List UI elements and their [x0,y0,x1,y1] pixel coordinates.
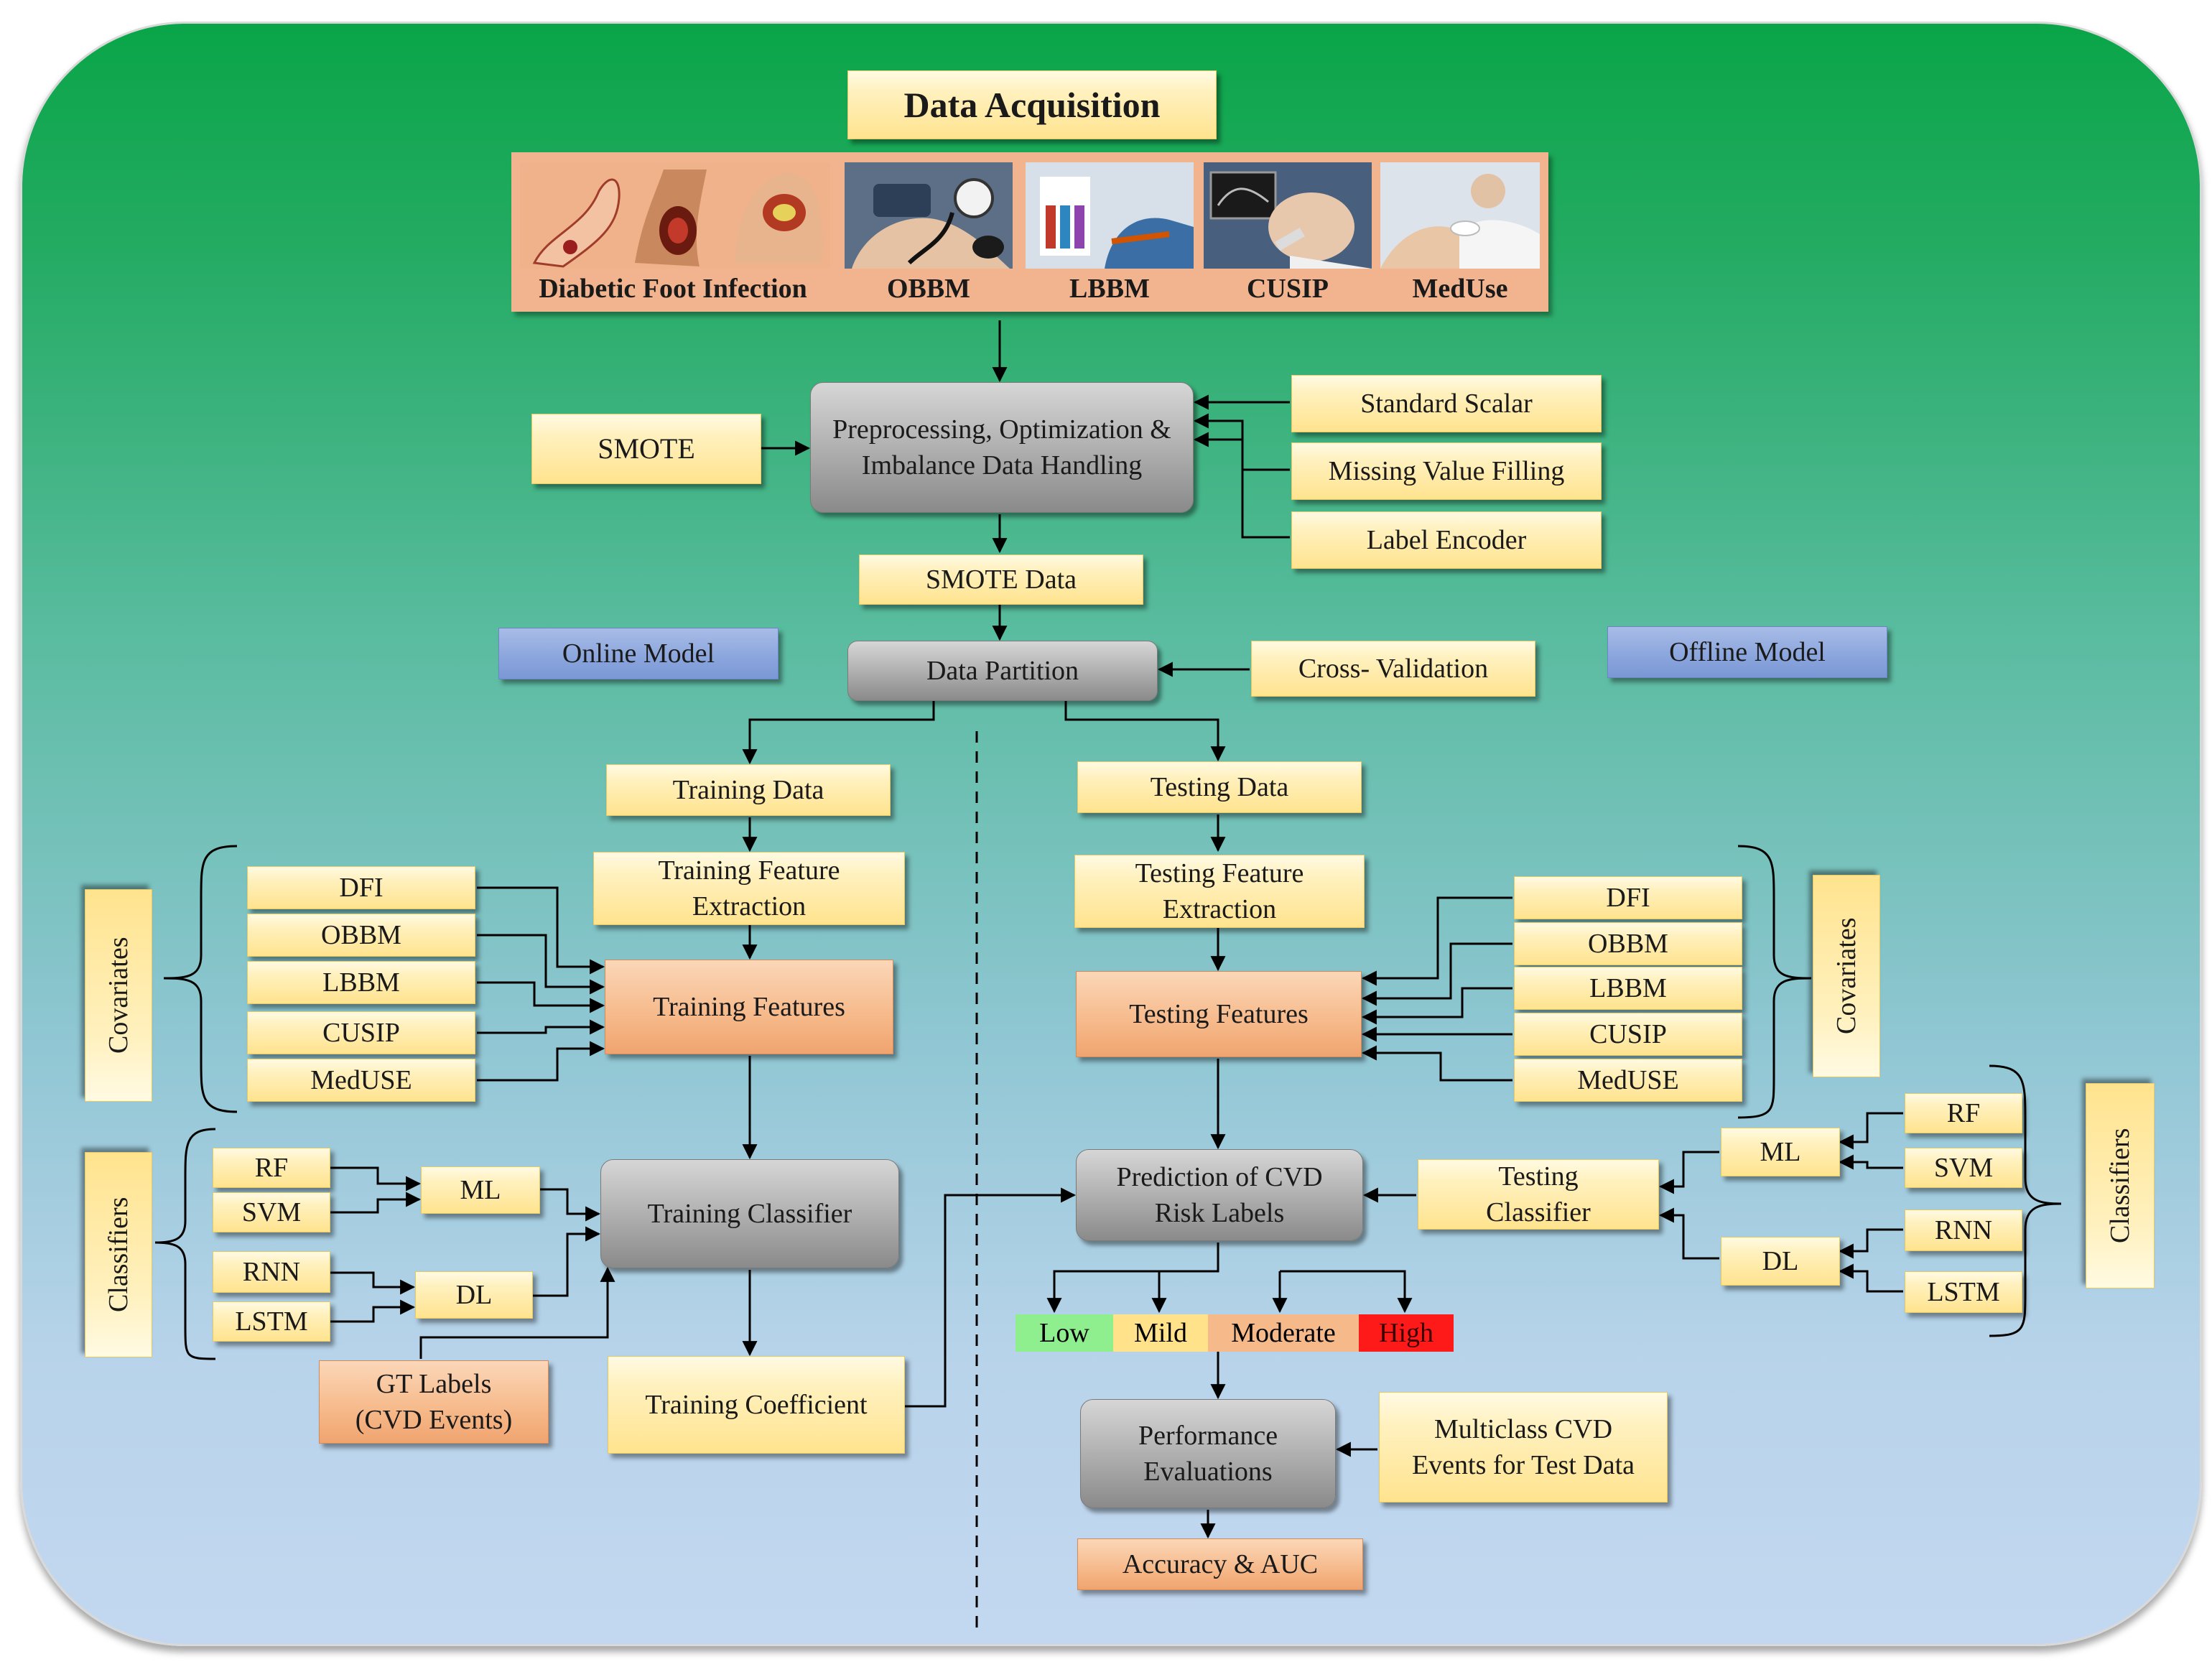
cross-validation-box: Cross- Validation [1251,641,1535,697]
risk-label-high: High [1359,1314,1454,1352]
arrow-coefficient-to-prediction [905,1187,1077,1408]
testing-data-box: Testing Data [1077,761,1362,813]
training-model-rf: RF [213,1148,330,1188]
arrow-test-lbbm-to-features [1361,987,1512,1025]
testing-covariate-lbbm: LBBM [1514,967,1742,1010]
arrow-gt-to-classifier [419,1266,615,1359]
training-classifiers-label: Classifiers [85,1152,152,1357]
arrow-test-lstm-to-dl [1838,1263,1903,1293]
arrow-obbm-to-features [477,934,605,995]
arrow-dfi-to-features [477,886,605,975]
blood-test-photo [1026,162,1194,269]
testing-covariates-label: Covariates [1813,875,1880,1077]
prediction-box: Prediction of CVD Risk Labels [1076,1149,1363,1241]
risk-label-moderate: Moderate [1208,1314,1359,1352]
arrow-partition-to-training [742,701,935,765]
covariates-brace-right [1737,845,1812,1119]
standard-scalar-box: Standard Scalar [1291,375,1602,432]
multiclass-ground-truth-box: Multiclass CVD Events for Test Data [1379,1392,1668,1503]
testing-classifier-box: Testing Classifier [1418,1159,1659,1230]
testing-feature-extraction-box: Testing Feature Extraction [1074,855,1365,928]
training-features-box: Training Features [605,960,893,1054]
arrow-dl-to-classifier [533,1226,601,1297]
arrow-test-meduse-to-features [1361,1045,1512,1082]
training-covariate-meduse: MedUSE [247,1059,475,1102]
online-model-label: Online Model [498,628,779,679]
testing-model-rf: RF [1905,1093,2022,1133]
training-ml-box: ML [421,1166,540,1214]
testing-ml-box: ML [1721,1128,1840,1176]
arrow-ml-to-classifier [540,1188,601,1222]
training-covariate-lbbm: LBBM [247,961,475,1004]
training-model-svm: SVM [213,1192,330,1232]
source-label-obbm: OBBM [886,274,971,304]
training-model-rnn: RNN [213,1251,330,1293]
training-covariate-obbm: OBBM [247,914,475,957]
arrow-rnn-to-dl [330,1271,416,1295]
testing-model-svm: SVM [1905,1148,2022,1188]
performance-evaluation-box: Performance Evaluations [1080,1399,1336,1508]
carotid-ultrasound-photo [1204,162,1372,269]
training-coefficient-box: Training Coefficient [608,1356,905,1454]
source-label-cusip: CUSIP [1246,274,1329,304]
testing-model-lstm: LSTM [1905,1271,2022,1313]
testing-features-box: Testing Features [1076,971,1362,1057]
arrow-test-svm-to-ml [1838,1154,1903,1170]
training-dl-box: DL [415,1271,533,1319]
data-acquisition-title: Data Acquisition [847,70,1217,139]
classifiers-brace-right [1989,1064,2062,1337]
arrow-test-obbm-to-features [1361,942,1512,1006]
risk-label-mild: Mild [1113,1314,1208,1352]
arrow-to-high [1280,1270,1413,1314]
arrow-ml-to-testing-classifier [1658,1151,1719,1194]
training-covariate-cusip: CUSIP [247,1011,475,1054]
training-classifier-box: Training Classifier [600,1159,899,1268]
missing-value-box: Missing Value Filling [1291,442,1602,500]
label-encoder-box: Label Encoder [1291,511,1602,569]
testing-model-rnn: RNN [1905,1209,2022,1251]
accuracy-auc-box: Accuracy & AUC [1077,1538,1363,1590]
smote-box: SMOTE [531,414,761,484]
testing-covariate-meduse: MedUSE [1514,1059,1742,1102]
preprocessing-box: Preprocessing, Optimization & Imbalance … [810,382,1194,513]
covariates-brace-left [163,845,238,1113]
arrow-dl-to-testing-classifier [1658,1207,1719,1260]
arrow-test-dfi-to-features [1361,896,1512,986]
arrow-rf-to-ml [330,1166,422,1192]
training-model-lstm: LSTM [213,1301,330,1342]
arrow-prediction-split [1046,1243,1219,1314]
training-covariate-dfi: DFI [247,866,475,909]
arrow-lstm-to-dl [330,1299,416,1323]
testing-classifiers-label: Classifiers [2086,1083,2155,1288]
source-label-lbbm: LBBM [1069,274,1150,304]
arrow-test-rnn-to-dl [1838,1228,1903,1259]
testing-dl-box: DL [1721,1237,1840,1286]
classifiers-brace-left [154,1128,216,1360]
training-covariates-label: Covariates [85,889,152,1102]
arrow-svm-to-ml [330,1192,422,1214]
arrow-meduse-to-features [477,1041,605,1082]
foot-infection-photo [520,162,830,269]
gt-labels-box: GT Labels (CVD Events) [319,1360,549,1444]
training-data-box: Training Data [606,764,891,816]
blood-pressure-photo [845,162,1013,269]
smote-data-box: SMOTE Data [859,554,1143,605]
risk-label-low: Low [1016,1314,1113,1352]
arrow-label-encoder [1193,432,1290,539]
source-label-dfi: Diabetic Foot Infection [539,274,807,304]
arrow-cusip-to-features [477,1019,605,1035]
source-label-meduse: MedUse [1412,274,1508,304]
arrow-partition-to-testing [1064,701,1226,762]
arrow-test-rf-to-ml [1838,1112,1903,1150]
training-feature-extraction-box: Training Feature Extraction [593,852,905,925]
medication-photo [1380,162,1540,269]
testing-covariate-dfi: DFI [1514,876,1742,919]
testing-covariate-cusip: CUSIP [1514,1013,1742,1056]
offline-model-label: Offline Model [1607,626,1887,678]
data-partition-box: Data Partition [847,641,1158,701]
testing-covariate-obbm: OBBM [1514,922,1742,965]
arrow-lbbm-to-features [477,981,605,1013]
